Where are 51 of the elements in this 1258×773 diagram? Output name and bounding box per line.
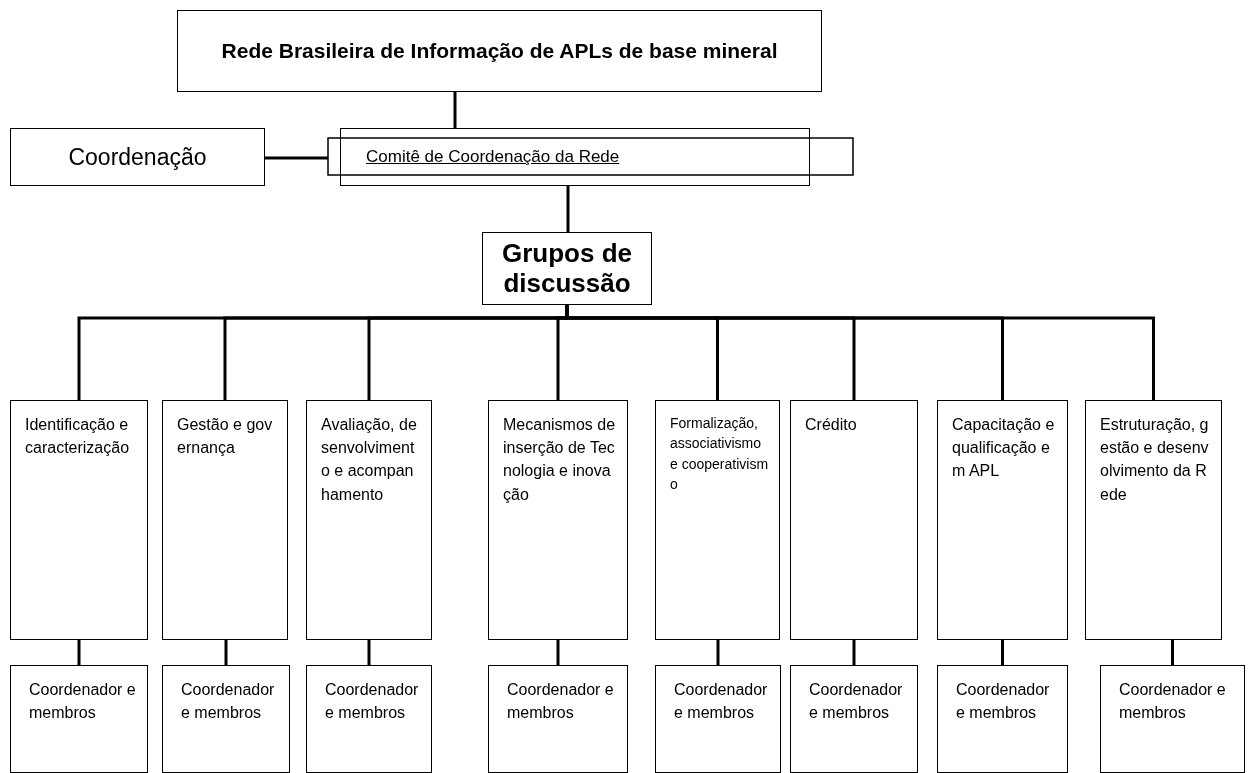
org-box	[10, 665, 148, 773]
org-box	[1100, 665, 1245, 773]
box-label: Coordenador e membros	[507, 680, 615, 724]
org-box	[162, 665, 290, 773]
box-label: Formalização, associativismo e cooperativismo	[670, 414, 769, 494]
org-box	[306, 400, 432, 640]
org-box	[937, 665, 1068, 773]
box-label: Coordenador e membros	[325, 680, 420, 724]
connector-line	[224, 640, 228, 665]
org-box	[655, 665, 781, 773]
connector-line	[77, 640, 81, 665]
box-label: Gestão e governança	[177, 415, 274, 459]
org-box	[177, 10, 822, 92]
connector-line	[852, 640, 856, 665]
connector-line	[1001, 640, 1004, 665]
connector-line	[716, 640, 720, 665]
box-label: Capacitação e qualificação em APL	[952, 415, 1056, 482]
connector-line	[566, 186, 570, 232]
box-label: Crédito	[805, 415, 857, 435]
box-label: Coordenação	[68, 143, 207, 171]
box-label: Coordenador e membros	[29, 680, 137, 724]
box-label: Mecanismos de inserção de Tecnologia e inovação	[503, 415, 617, 505]
org-box	[488, 400, 628, 640]
box-label: Rede Brasileira de Informação de APLs de base mineral	[221, 38, 778, 64]
connector-line	[1171, 640, 1174, 665]
org-box	[306, 665, 432, 773]
org-box	[162, 400, 288, 640]
box-label: Coordenador e membros	[1119, 680, 1227, 724]
box-label: Grupos de discussão	[501, 238, 633, 299]
org-box	[10, 400, 148, 640]
box-label: Coordenador e membros	[809, 680, 904, 724]
org-box	[655, 400, 780, 640]
org-box	[790, 400, 918, 640]
org-box	[790, 665, 918, 773]
box-label: Coordenador e membros	[956, 680, 1051, 724]
box-label: Identificação e caracterização	[25, 415, 131, 459]
org-box	[937, 400, 1068, 640]
connector-line	[453, 92, 457, 128]
connector-line	[265, 156, 328, 160]
connector-line	[556, 640, 560, 665]
box-label: Coordenador e membros	[674, 680, 769, 724]
org-box	[10, 128, 265, 186]
org-box	[482, 232, 652, 305]
org-box	[1085, 400, 1222, 640]
box-label: Estruturação, gestão e desenvolvimento da Rede	[1100, 415, 1210, 505]
org-box	[340, 128, 810, 186]
connector-line	[367, 640, 371, 665]
box-label: Coordenador e membros	[181, 680, 276, 724]
box-label: Avaliação, desenvolvimento e acompanhamento	[321, 415, 418, 505]
underlined-label: Comitê de Coordenação da Rede	[366, 147, 620, 167]
org-box	[488, 665, 628, 773]
